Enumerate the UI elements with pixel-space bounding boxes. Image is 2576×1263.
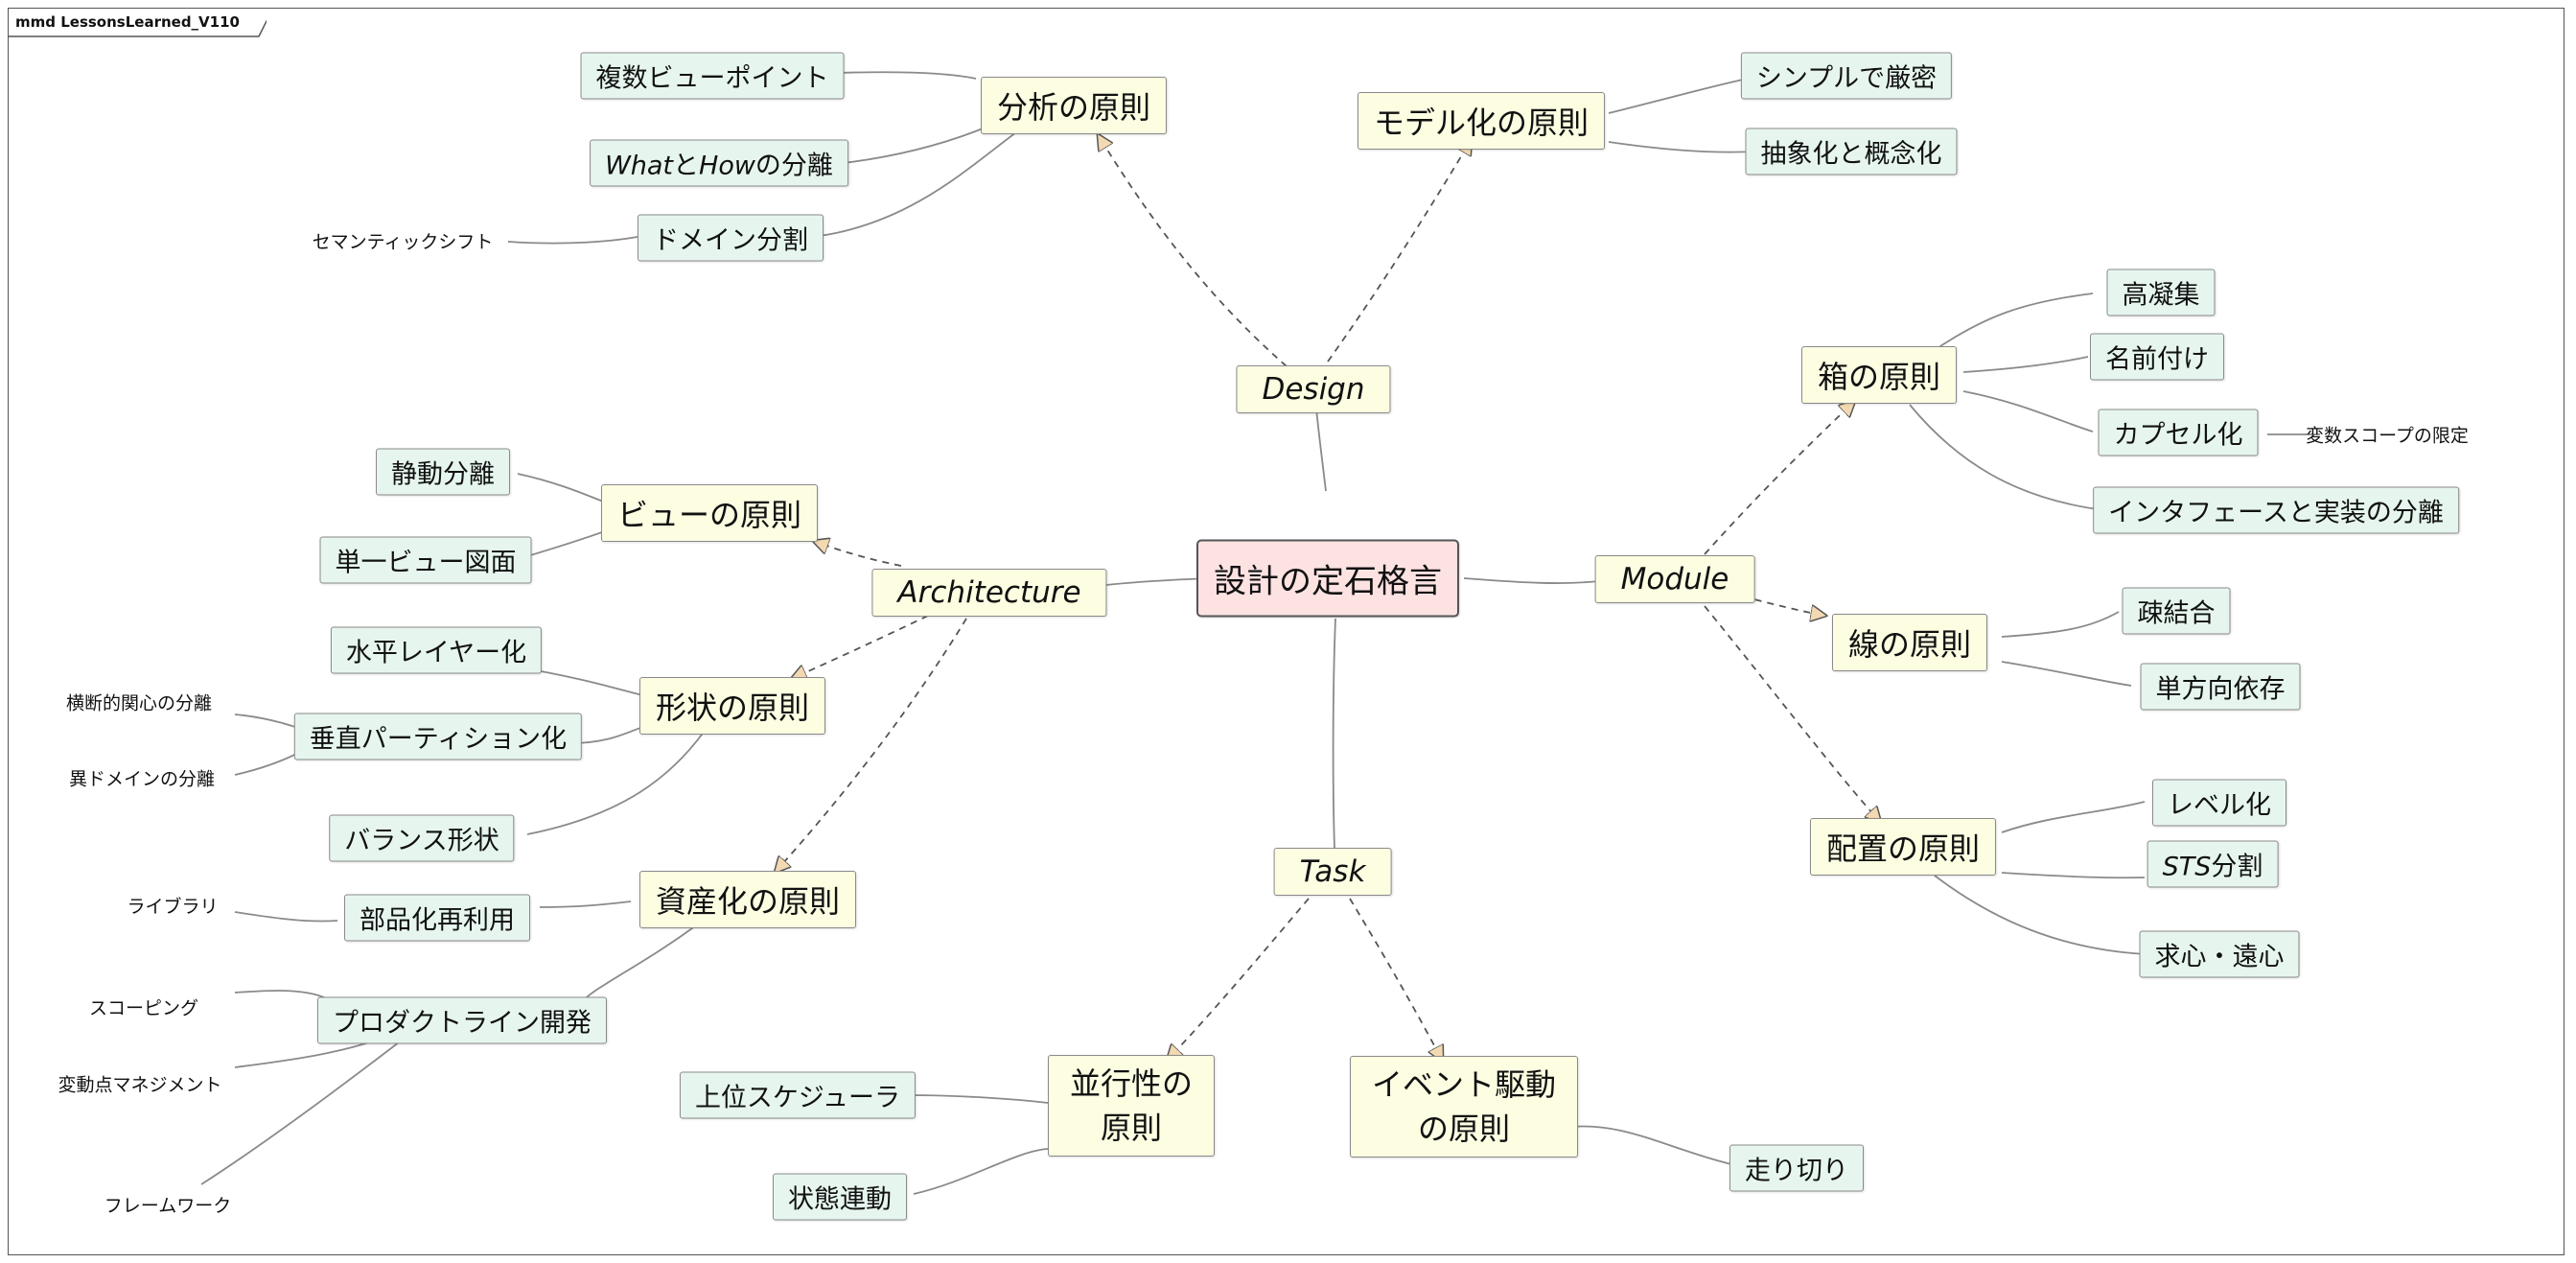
note-scoping: スコーピング [88, 997, 199, 1019]
leaf-encapsulation[interactable]: カプセル化 [2098, 409, 2259, 456]
event-title-line2: の原則 [1417, 1111, 1511, 1147]
principle-concurrency[interactable]: 並行性の原則 [1047, 1055, 1216, 1157]
frame-tab-shape [8, 19, 267, 37]
principle-modeling[interactable]: モデル化の原則 [1357, 92, 1606, 150]
leaf-single-view-drawing[interactable]: 単一ビュー図面 [319, 536, 532, 584]
concurrency-title-line2: 原則 [1100, 1110, 1163, 1146]
note-semantic-shift: セマンティックシフト [312, 231, 494, 253]
diagram-frame [8, 8, 2564, 1255]
principle-line[interactable]: 線の原則 [1831, 614, 1988, 671]
leaf-domain-split[interactable]: ドメイン分割 [638, 214, 824, 262]
sts-text: STS [2162, 852, 2212, 882]
leaf-simple-strict[interactable]: シンプルで厳密 [1740, 52, 1953, 100]
leaf-interface-implementation[interactable]: インタフェースと実装の分離 [2093, 486, 2459, 534]
note-library: ライブラリ [127, 896, 219, 918]
category-module[interactable]: Module [1594, 555, 1755, 603]
leaf-horizontal-layering[interactable]: 水平レイヤー化 [330, 626, 543, 674]
leaf-high-cohesion[interactable]: 高凝集 [2106, 269, 2216, 316]
leaf-unidirectional-dependency[interactable]: 単方向依存 [2140, 663, 2301, 711]
principle-box[interactable]: 箱の原則 [1800, 346, 1958, 404]
leaf-centripetal-centrifugal[interactable]: 求心・遠心 [2139, 930, 2300, 978]
principle-placement[interactable]: 配置の原則 [1809, 818, 1997, 876]
leaf-product-line[interactable]: プロダクトライン開発 [317, 996, 607, 1044]
split-text: 分割 [2211, 852, 2263, 882]
center-node[interactable]: 設計の定石格言 [1196, 539, 1459, 618]
category-design[interactable]: Design [1236, 365, 1391, 413]
event-title-line1: イベント駆動 [1371, 1066, 1557, 1103]
separation-text: の分離 [754, 151, 833, 181]
leaf-multiple-viewpoints[interactable]: 複数ビューポイント [580, 52, 845, 100]
leaf-what-how-separation[interactable]: WhatとHowの分離 [590, 139, 848, 187]
note-crosscutting-concerns: 横断的関心の分離 [65, 692, 213, 714]
principle-event-driven[interactable]: イベント駆動の原則 [1349, 1056, 1579, 1158]
leaf-abstraction-concept[interactable]: 抽象化と概念化 [1745, 128, 1958, 175]
leaf-sts-split[interactable]: STS分割 [2147, 840, 2279, 888]
to-text: と [673, 151, 700, 181]
note-framework: フレームワーク [104, 1195, 232, 1217]
category-task[interactable]: Task [1273, 848, 1392, 896]
leaf-run-to-completion[interactable]: 走り切り [1729, 1144, 1864, 1192]
note-variation-point: 変動点マネジメント [58, 1074, 222, 1096]
leaf-naming[interactable]: 名前付け [2090, 333, 2224, 381]
leaf-component-reuse[interactable]: 部品化再利用 [344, 894, 530, 942]
note-variable-scope: 変数スコープの限定 [2306, 425, 2469, 447]
principle-view[interactable]: ビューの原則 [600, 484, 819, 542]
leaf-vertical-partitioning[interactable]: 垂直パーティション化 [293, 713, 583, 760]
category-architecture[interactable]: Architecture [871, 569, 1107, 617]
leaf-state-linkage[interactable]: 状態連動 [773, 1173, 907, 1221]
diagram-title: mmd LessonsLearned_V110 [15, 13, 240, 31]
principle-asset[interactable]: 資産化の原則 [638, 871, 857, 928]
how-text: How [699, 151, 755, 181]
dashed-edges [775, 134, 1881, 1062]
note-different-domain: 異ドメインの分離 [68, 768, 216, 790]
principle-analysis[interactable]: 分析の原則 [980, 77, 1168, 134]
leaf-leveling[interactable]: レベル化 [2152, 779, 2286, 827]
leaf-balanced-shape[interactable]: バランス形状 [329, 814, 515, 862]
principle-shape[interactable]: 形状の原則 [638, 677, 826, 735]
concurrency-title-line1: 並行性の [1069, 1065, 1194, 1102]
leaf-upper-scheduler[interactable]: 上位スケジューラ [679, 1071, 917, 1119]
leaf-loose-coupling[interactable]: 疎結合 [2122, 587, 2231, 635]
leaf-static-dynamic-separation[interactable]: 静動分離 [376, 448, 510, 496]
what-text: What [605, 151, 674, 181]
